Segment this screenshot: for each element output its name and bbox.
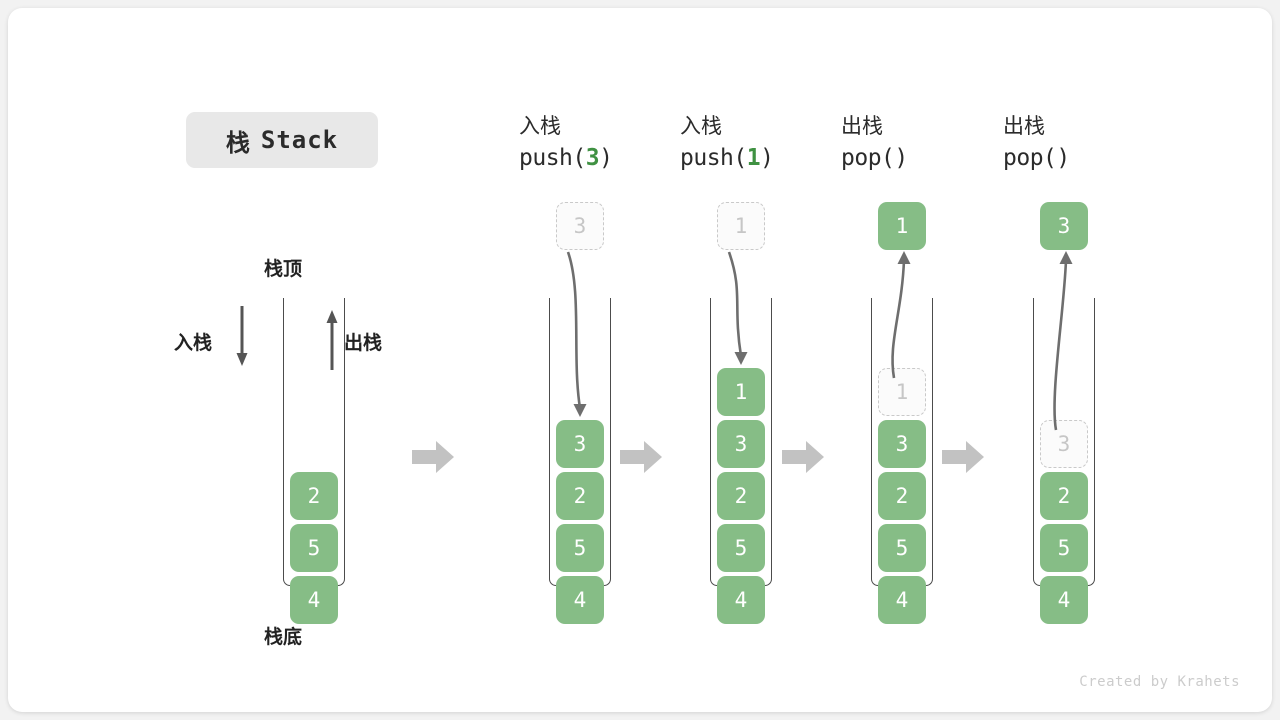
stack-pop-2-cell: 2 — [1040, 472, 1088, 520]
stack-push-1-cell: 4 — [717, 576, 765, 624]
motion-arrow-push-1 — [727, 251, 748, 365]
operation-code-argument: 1 — [746, 145, 761, 171]
flow-arrow-icon — [620, 441, 662, 473]
pop-direction-label: 出栈 — [344, 333, 383, 354]
operation-label-cn: 入栈 — [680, 115, 722, 138]
flow-arrow-icon — [942, 441, 984, 473]
operation-code: push(3) — [519, 145, 613, 171]
floating-element-push-3: 3 — [556, 202, 604, 250]
stack-pop-1-cell: 2 — [878, 472, 926, 520]
stack-pop-1-cell: 4 — [878, 576, 926, 624]
floating-element-pop-1: 1 — [878, 202, 926, 250]
stack-top-label: 栈顶 — [264, 259, 303, 280]
stack-push-1-cell: 1 — [717, 368, 765, 416]
stack-pop-2-cell: 3 — [1040, 420, 1088, 468]
operation-header-pop-1: 出栈 pop() — [841, 112, 1001, 174]
stack-pop-1-cell: 5 — [878, 524, 926, 572]
stack-pop-1-cell: 1 — [878, 368, 926, 416]
title-cn: 栈 — [225, 129, 251, 157]
stack-bottom-label: 栈底 — [264, 627, 303, 648]
stack-pop-1-cell: 3 — [878, 420, 926, 468]
operation-label-cn: 出栈 — [841, 115, 883, 138]
initial-stack-cell: 5 — [290, 524, 338, 572]
motion-arrow-pop-1 — [891, 251, 911, 379]
push-direction-label: 入栈 — [174, 333, 213, 354]
stack-push-3-cell: 5 — [556, 524, 604, 572]
stack-push-3-cell: 2 — [556, 472, 604, 520]
stack-push-1-cell: 3 — [717, 420, 765, 468]
operation-label-cn: 入栈 — [519, 115, 561, 138]
stack-pop-2-cell: 4 — [1040, 576, 1088, 624]
operation-header-push-1: 入栈 push(1) — [680, 112, 840, 174]
operation-code: pop() — [1003, 145, 1070, 171]
stack-push-1-cell: 5 — [717, 524, 765, 572]
page-title: 栈 Stack — [186, 112, 378, 168]
flow-arrow-icon — [782, 441, 824, 473]
motion-arrow-pop-2 — [1053, 251, 1073, 431]
pop-direction-arrow — [326, 310, 338, 370]
credit-text: Created by Krahets — [1079, 674, 1240, 690]
floating-element-push-1: 1 — [717, 202, 765, 250]
initial-stack-cell: 4 — [290, 576, 338, 624]
stack-push-1-cell: 2 — [717, 472, 765, 520]
stack-pop-2-cell: 5 — [1040, 524, 1088, 572]
initial-stack-cell: 2 — [290, 472, 338, 520]
operation-code: push(1) — [680, 145, 774, 171]
title-en: Stack — [260, 126, 339, 154]
operation-header-push-3: 入栈 push(3) — [519, 112, 679, 174]
operation-code-argument: 3 — [585, 145, 600, 171]
stack-push-3-cell: 4 — [556, 576, 604, 624]
motion-arrow-push-3 — [566, 251, 587, 417]
floating-element-pop-2: 3 — [1040, 202, 1088, 250]
operation-label-cn: 出栈 — [1003, 115, 1045, 138]
flow-arrow-icon — [412, 441, 454, 473]
operation-code: pop() — [841, 145, 908, 171]
push-direction-arrow — [236, 306, 248, 366]
operation-header-pop-2: 出栈 pop() — [1003, 112, 1163, 174]
stack-push-3-cell: 3 — [556, 420, 604, 468]
